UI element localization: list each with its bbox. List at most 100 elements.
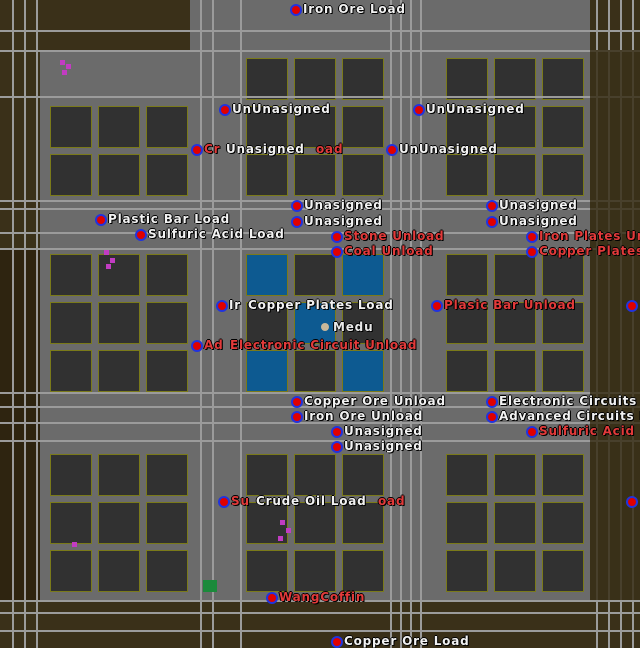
station-label[interactable]: Unasigned: [333, 439, 423, 453]
rail-vertical: [410, 0, 412, 648]
city-block: [246, 302, 288, 344]
station-label[interactable]: Unasigned: [333, 424, 423, 438]
city-block: [98, 154, 140, 196]
station-icon: [628, 302, 636, 310]
station-label[interactable]: Advanced Circuits L: [488, 409, 640, 423]
marker: [278, 536, 283, 541]
city-block: [146, 154, 188, 196]
station-icon: [218, 302, 226, 310]
rail-horizontal: [0, 630, 640, 632]
station-label[interactable]: Copper Plates Load: [248, 298, 394, 312]
station-label[interactable]: Ir: [218, 298, 241, 312]
rail-vertical: [390, 0, 392, 648]
station-icon: [333, 638, 341, 646]
station-label[interactable]: WangCoffin: [268, 590, 365, 604]
city-block: [542, 350, 584, 392]
rail-horizontal: [0, 600, 640, 602]
station-icon: [220, 498, 228, 506]
station-label[interactable]: Crude Oil Load: [256, 494, 367, 508]
station-label[interactable]: Plasic Bar Unload: [433, 298, 576, 312]
city-block: [342, 350, 384, 392]
station-label[interactable]: Iron Ore Unload: [293, 409, 423, 423]
station-label[interactable]: Plastic Bar Load: [97, 212, 230, 226]
station-icon: [415, 106, 423, 114]
station-label[interactable]: Sulfuric Acid Load: [137, 227, 285, 241]
rail-horizontal: [0, 612, 640, 614]
station-label[interactable]: UnUnasigned: [221, 102, 331, 116]
city-block: [494, 502, 536, 544]
station-icon: [333, 443, 341, 451]
station-label[interactable]: oad: [316, 142, 344, 156]
station-label[interactable]: Iron Plates Un: [528, 229, 640, 243]
rail-horizontal: [0, 248, 640, 250]
city-block: [50, 550, 92, 592]
station-icon: [528, 233, 536, 241]
rail-horizontal: [0, 440, 640, 442]
city-block: [294, 350, 336, 392]
station-label[interactable]: Unasigned: [293, 214, 383, 228]
station-label[interactable]: oad: [378, 494, 406, 508]
station-label[interactable]: Su: [220, 494, 250, 508]
station-label[interactable]: Unasigned: [293, 198, 383, 212]
player-label[interactable]: Medu: [321, 320, 373, 334]
city-block: [146, 302, 188, 344]
marker: [286, 528, 291, 533]
station-label[interactable]: Copper Ore Unload: [293, 394, 446, 408]
city-block: [146, 254, 188, 296]
city-block: [50, 106, 92, 148]
station-label[interactable]: Electronic Circuits L: [488, 394, 640, 408]
rail-vertical: [12, 0, 14, 648]
city-block: [50, 254, 92, 296]
rail-horizontal: [0, 392, 640, 394]
marker: [280, 520, 285, 525]
city-block: [542, 154, 584, 196]
station-label[interactable]: Coal Unload: [333, 244, 434, 258]
city-block: [542, 106, 584, 148]
city-block: [342, 254, 384, 296]
station-label[interactable]: Copper Ore Load: [333, 634, 469, 648]
station-label[interactable]: Unasigned: [488, 214, 578, 228]
station-label[interactable]: Cr: [193, 142, 220, 156]
city-block: [494, 106, 536, 148]
ground-dark-left: [0, 250, 40, 648]
station-label[interactable]: Ad: [193, 338, 223, 352]
station-icon: [193, 146, 201, 154]
station-label[interactable]: UnUnasigned: [415, 102, 525, 116]
city-block: [50, 454, 92, 496]
city-block: [446, 154, 488, 196]
rail-vertical: [420, 0, 422, 648]
station-label[interactable]: Iron Ore Load: [292, 2, 406, 16]
station-label[interactable]: UnUnasigned: [388, 142, 498, 156]
city-block: [494, 302, 536, 344]
marker: [66, 64, 71, 69]
city-block: [542, 302, 584, 344]
marker: [60, 60, 65, 65]
city-block: [98, 454, 140, 496]
station-label[interactable]: [628, 298, 639, 312]
city-block: [246, 550, 288, 592]
station-label[interactable]: Copper Plates: [528, 244, 640, 258]
station-icon: [268, 594, 276, 602]
city-block: [446, 302, 488, 344]
city-block: [494, 154, 536, 196]
station-icon: [628, 498, 636, 506]
rail-vertical: [240, 0, 242, 648]
station-label[interactable]: Unasigned: [488, 198, 578, 212]
station-label[interactable]: [628, 494, 639, 508]
rail-horizontal: [0, 208, 640, 210]
station-label[interactable]: Unasigned: [226, 142, 305, 156]
station-icon: [97, 216, 105, 224]
station-label[interactable]: Stone Unload: [333, 229, 444, 243]
station-icon: [293, 413, 301, 421]
city-block: [446, 254, 488, 296]
city-block: [246, 106, 288, 148]
station-label[interactable]: Electronic Circuit Unload: [230, 338, 418, 352]
city-block: [246, 350, 288, 392]
rail-vertical: [200, 0, 202, 648]
station-label[interactable]: Sulfuric Acid U: [528, 424, 640, 438]
city-block: [98, 550, 140, 592]
rail-horizontal: [0, 232, 640, 234]
city-block: [98, 302, 140, 344]
station-icon: [433, 302, 441, 310]
